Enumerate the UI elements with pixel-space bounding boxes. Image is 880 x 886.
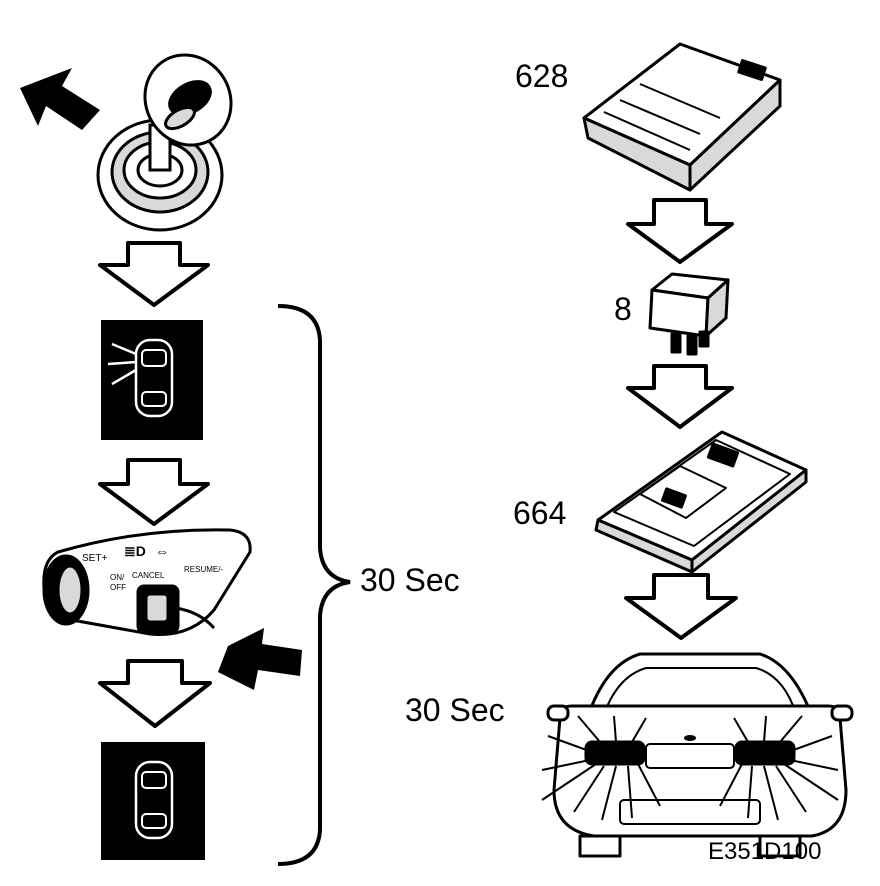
down-arrow-icon <box>98 458 210 526</box>
part-664-label: 664 <box>513 495 567 531</box>
arrow-up-left-icon <box>20 68 100 130</box>
duration-bracket-label: 30 Sec <box>360 562 460 598</box>
svg-text:ON/: ON/ <box>110 573 125 582</box>
car-headlights-flashing-icon <box>541 652 854 858</box>
down-arrow-icon <box>98 659 212 728</box>
car-light-on-icon <box>101 320 203 440</box>
svg-text:RESUME/-: RESUME/- <box>184 565 223 574</box>
cruise-control-stalk-icon: SET+ ≣D ⇔ ON/ OFF CANCEL RESUME/- <box>42 528 252 636</box>
arrow-down-right-icon <box>218 628 302 690</box>
curly-brace-icon <box>277 304 351 866</box>
part-8-label: 8 <box>614 291 632 327</box>
control-module-628-icon <box>582 42 782 192</box>
car-light-off-icon <box>101 742 205 860</box>
figure-code: E351D100 <box>708 838 822 865</box>
svg-text:SET+: SET+ <box>82 553 107 564</box>
svg-text:≣D: ≣D <box>124 543 146 559</box>
down-arrow-icon <box>624 573 738 640</box>
svg-text:⇔: ⇔ <box>155 543 169 559</box>
relay-8-icon <box>648 272 730 356</box>
down-arrow-icon <box>626 198 734 264</box>
svg-text:CANCEL: CANCEL <box>132 571 165 580</box>
control-module-664-icon <box>594 430 808 574</box>
duration-lights-label: 30 Sec <box>405 692 505 728</box>
ignition-key-icon <box>96 53 233 232</box>
down-arrow-icon <box>98 241 210 307</box>
part-628-label: 628 <box>515 58 569 94</box>
down-arrow-icon <box>626 364 734 429</box>
svg-text:OFF: OFF <box>110 583 126 592</box>
